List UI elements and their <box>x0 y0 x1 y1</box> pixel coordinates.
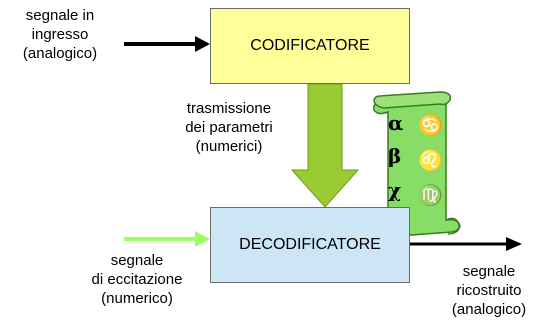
input-label-line-1: segnale in <box>25 7 95 24</box>
output-label-line-2: ricostruito <box>456 282 522 299</box>
scroll-symbol-alpha: α <box>388 111 403 135</box>
scroll-symbol-beta: β <box>388 144 401 168</box>
decoder-block: DECODIFICATORE <box>210 207 410 283</box>
scroll-symbol-virgo: ♍ <box>418 183 443 207</box>
parameter-transmission-arrow <box>290 83 360 208</box>
input-label-line-2: ingresso <box>31 26 89 43</box>
excitation-label-line-1: segnale <box>110 252 164 269</box>
scroll-symbol-chi: χ <box>388 178 401 202</box>
input-label-line-3: (analogico) <box>22 45 98 62</box>
output-label-line-1: segnale <box>462 263 516 280</box>
output-signal-label: segnale ricostruito (analogico) <box>432 262 546 319</box>
scroll-symbol-leo: ♌ <box>418 148 443 172</box>
output-label-line-3: (analogico) <box>451 301 527 318</box>
transmission-label-line-1: trasmissione <box>186 100 272 117</box>
transmission-label-line-2: dei parametri <box>185 119 273 136</box>
output-arrow <box>410 237 522 251</box>
decoder-label: DECODIFICATORE <box>239 236 381 253</box>
encoder-block: CODIFICATORE <box>210 8 410 84</box>
encoder-label: CODIFICATORE <box>250 37 370 54</box>
scroll-symbol-cancer: ♋ <box>418 113 443 137</box>
transmission-label: trasmissione dei parametri (numerici) <box>160 99 298 156</box>
transmission-label-line-3: (numerici) <box>195 138 263 155</box>
excitation-signal-label: segnale di eccitazione (numerico) <box>62 251 212 308</box>
input-arrow <box>124 36 210 52</box>
excitation-label-line-3: (numerico) <box>101 290 173 307</box>
excitation-label-line-2: di eccitazione <box>91 271 183 288</box>
excitation-arrow <box>124 231 210 247</box>
input-signal-label: segnale in ingresso (analogico) <box>4 6 116 63</box>
parameters-scroll: α β χ ♋ ♌ ♍ <box>372 91 461 238</box>
